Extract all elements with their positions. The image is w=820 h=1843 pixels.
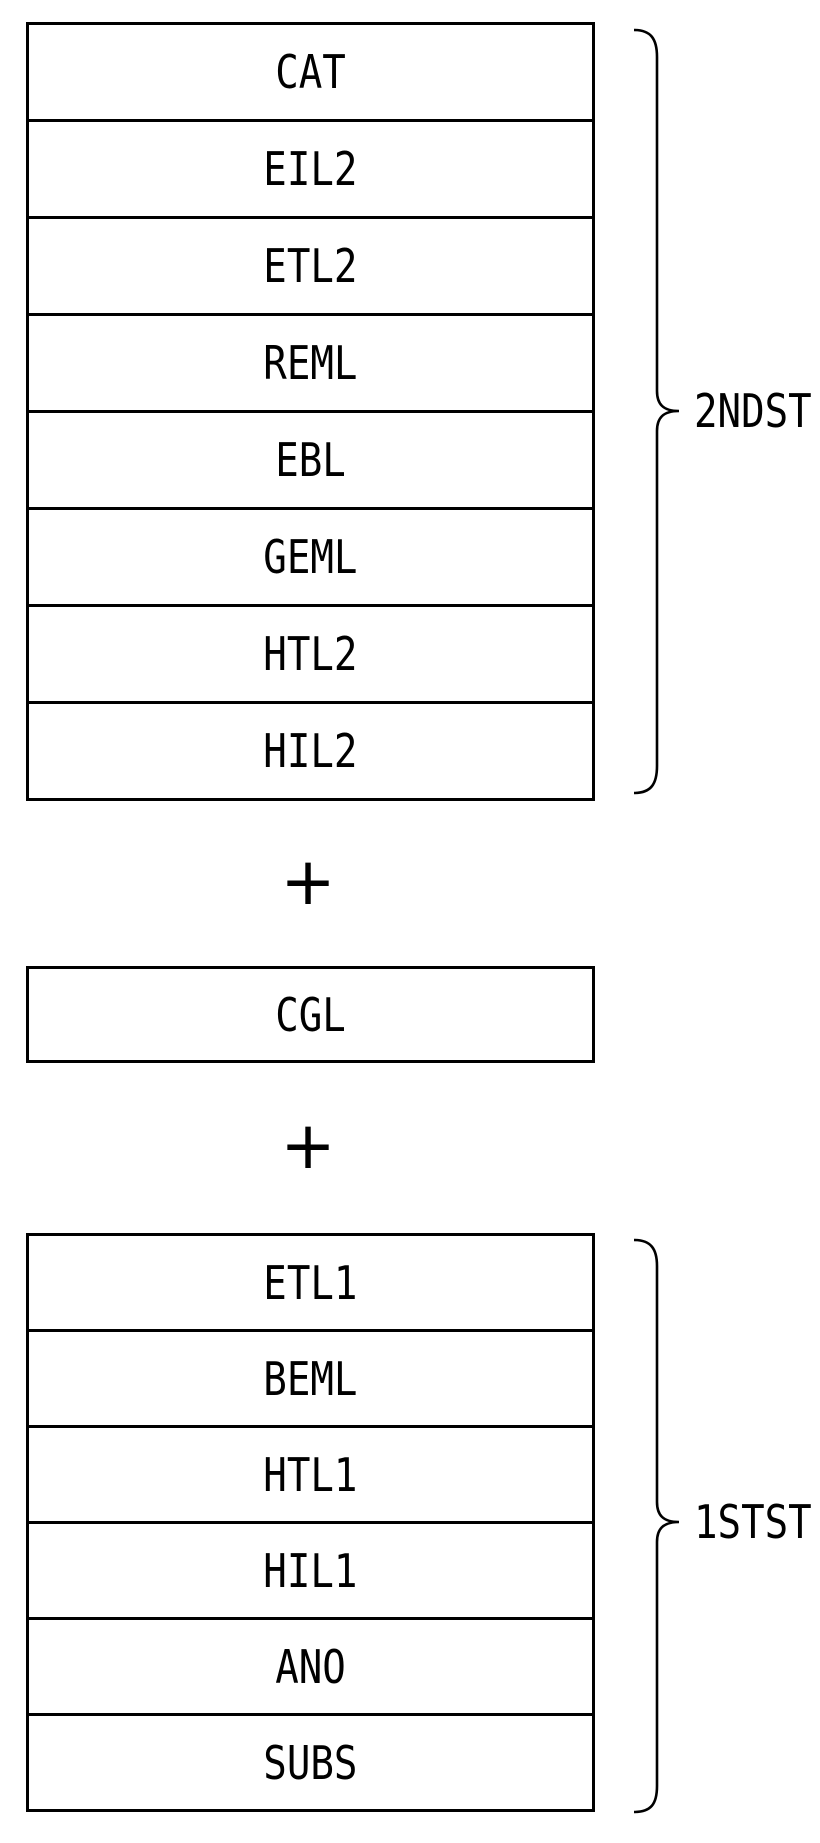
layer-ebl-label: EBL (275, 433, 346, 487)
layer-ano: ANO (29, 1620, 592, 1716)
brace-2ndst-icon (633, 28, 680, 795)
stack-1stst-label: 1STST (694, 1495, 812, 1549)
stack-2ndst: CAT EIL2 ETL2 REML EBL GEML HTL2 HIL2 (26, 22, 595, 801)
layer-ebl: EBL (29, 413, 592, 510)
plus-icon: + (278, 1107, 338, 1184)
layer-ano-label: ANO (275, 1639, 346, 1694)
layer-cgl: CGL (26, 966, 595, 1063)
layer-hil2: HIL2 (29, 704, 592, 798)
layer-htl1: HTL1 (29, 1428, 592, 1524)
layer-hil2-label: HIL2 (263, 724, 358, 778)
layer-eil2: EIL2 (29, 122, 592, 219)
layer-cgl-label: CGL (275, 987, 346, 1042)
layer-cat: CAT (29, 25, 592, 122)
layer-beml-label: BEML (263, 1351, 358, 1406)
layer-hil1: HIL1 (29, 1524, 592, 1620)
layer-reml-label: REML (263, 336, 358, 390)
layer-geml: GEML (29, 510, 592, 607)
layer-etl2-label: ETL2 (263, 239, 358, 293)
layer-reml: REML (29, 316, 592, 413)
layer-beml: BEML (29, 1332, 592, 1428)
layer-htl2: HTL2 (29, 607, 592, 704)
layer-hil1-label: HIL1 (263, 1543, 358, 1598)
layer-etl1-label: ETL1 (263, 1255, 358, 1310)
layer-eil2-label: EIL2 (263, 142, 358, 196)
plus-icon: + (278, 843, 338, 920)
layer-subs: SUBS (29, 1716, 592, 1809)
plus-symbol: + (280, 843, 336, 920)
plus-symbol: + (280, 1107, 336, 1184)
layer-htl2-label: HTL2 (263, 627, 358, 681)
layer-htl1-label: HTL1 (263, 1447, 358, 1502)
stack-2ndst-label: 2NDST (694, 384, 812, 438)
layer-etl2: ETL2 (29, 219, 592, 316)
layer-etl1: ETL1 (29, 1236, 592, 1332)
brace-1stst-icon (633, 1238, 680, 1814)
layer-geml-label: GEML (263, 530, 358, 584)
layer-subs-label: SUBS (263, 1735, 358, 1790)
stack-1stst: ETL1 BEML HTL1 HIL1 ANO SUBS (26, 1233, 595, 1812)
layer-cat-label: CAT (275, 45, 346, 99)
